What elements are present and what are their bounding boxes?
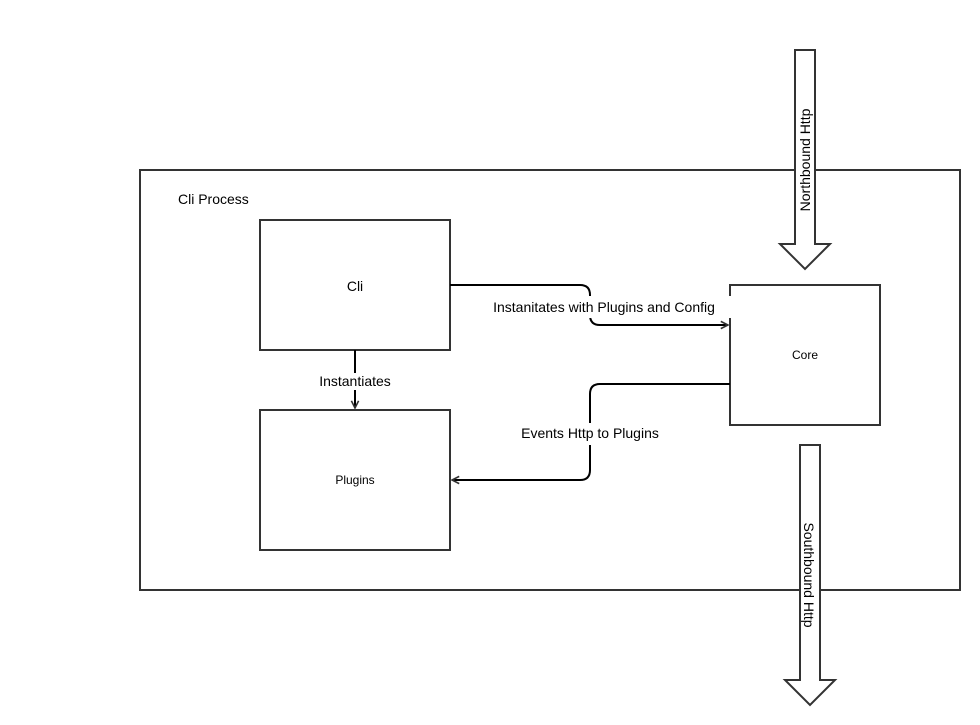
edge-cli-to-plugins[interactable]: Instantiates	[319, 350, 391, 408]
southbound-http-label: Southbound Http	[801, 522, 817, 627]
plugins-node-label: Plugins	[335, 473, 374, 487]
cli-process-label: Cli Process	[178, 191, 249, 207]
edge-core-to-plugins[interactable]: Events Http to Plugins	[452, 383, 730, 480]
edge-core-to-plugins-label: Events Http to Plugins	[521, 425, 659, 441]
northbound-http-label: Northbound Http	[797, 108, 813, 211]
core-node[interactable]: Core	[729, 284, 881, 426]
edge-cli-to-core-label-bg	[475, 296, 735, 318]
edge-cli-to-core[interactable]: Instanitates with Plugins and Config	[450, 284, 735, 325]
edge-cli-to-core-label: Instanitates with Plugins and Config	[493, 299, 715, 315]
core-node-label: Core	[792, 348, 818, 362]
cli-node[interactable]: Cli	[259, 219, 451, 351]
southbound-http-arrow[interactable]: Southbound Http	[782, 444, 838, 707]
edge-cli-to-plugins-label: Instantiates	[319, 373, 391, 389]
cli-node-label: Cli	[347, 278, 363, 294]
plugins-node[interactable]: Plugins	[259, 409, 451, 551]
edge-core-to-plugins-label-bg	[518, 423, 662, 445]
northbound-http-arrow[interactable]: Northbound Http	[777, 49, 833, 271]
